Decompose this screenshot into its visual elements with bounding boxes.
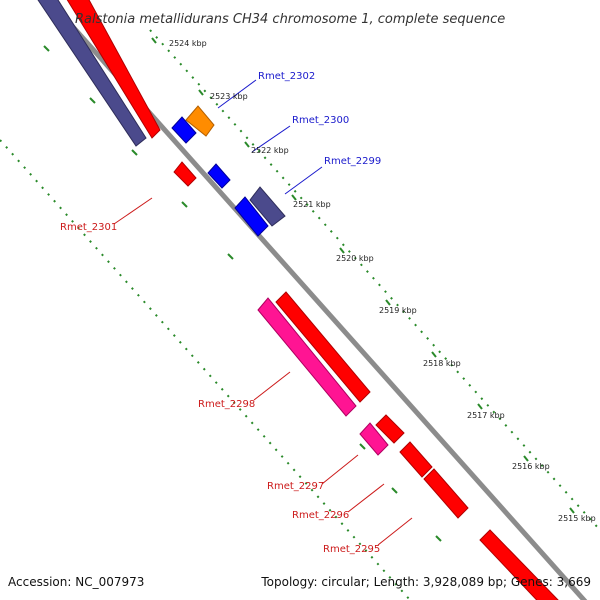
tick-mark bbox=[359, 443, 366, 450]
tick-mark bbox=[43, 45, 50, 52]
tick-label: 2519 kbp bbox=[379, 306, 417, 315]
leader-line bbox=[347, 483, 385, 513]
gene-label-rmet2300[interactable]: Rmet_2300 bbox=[292, 115, 349, 126]
gene-feature[interactable] bbox=[207, 163, 231, 189]
gene-feature[interactable] bbox=[359, 422, 389, 456]
gene-feature[interactable] bbox=[257, 297, 357, 417]
tick-marks bbox=[43, 37, 575, 542]
gene-feature[interactable] bbox=[234, 196, 269, 237]
gene-labels: Rmet_2302 Rmet_2300 Rmet_2299 Rmet_2301 … bbox=[60, 71, 381, 555]
tick-label: 2518 kbp bbox=[423, 359, 461, 368]
gene-feature[interactable] bbox=[479, 529, 560, 600]
tick-label: 2524 kbp bbox=[169, 39, 207, 48]
gene-feature[interactable] bbox=[423, 468, 469, 519]
tick-label: 2521 kbp bbox=[293, 200, 331, 209]
tick-mark bbox=[435, 535, 442, 542]
leader-line bbox=[321, 454, 359, 485]
tick-mark bbox=[291, 194, 297, 201]
leader-line bbox=[377, 517, 413, 546]
gene-feature[interactable] bbox=[185, 105, 215, 137]
gene-label-rmet2296[interactable]: Rmet_2296 bbox=[292, 510, 349, 521]
topology-text: Topology: circular; Length: 3,928,089 bp… bbox=[260, 575, 591, 589]
tick-mark bbox=[227, 253, 234, 260]
tick-mark bbox=[89, 97, 96, 104]
tick-label: 2520 kbp bbox=[336, 254, 374, 263]
label-leaders bbox=[113, 79, 413, 546]
gene-feature[interactable] bbox=[60, 0, 161, 139]
leader-line bbox=[251, 125, 291, 153]
tick-mark bbox=[391, 487, 398, 494]
tick-label: 2515 kbp bbox=[558, 514, 596, 523]
tick-label: 2516 kbp bbox=[512, 462, 550, 471]
gene-feature[interactable] bbox=[275, 291, 371, 403]
gene-label-rmet2302[interactable]: Rmet_2302 bbox=[258, 71, 315, 82]
gene-feature[interactable] bbox=[399, 441, 433, 478]
tick-mark bbox=[181, 201, 188, 208]
tick-label: 2517 kbp bbox=[467, 411, 505, 420]
tick-mark bbox=[339, 247, 345, 254]
tick-mark bbox=[198, 89, 204, 96]
tick-mark bbox=[477, 403, 483, 410]
tick-mark bbox=[131, 149, 138, 156]
leader-line bbox=[253, 371, 291, 401]
tick-mark bbox=[431, 351, 437, 358]
gene-feature[interactable] bbox=[375, 414, 405, 444]
leader-line bbox=[113, 197, 153, 225]
gene-label-rmet2298[interactable]: Rmet_2298 bbox=[198, 399, 255, 410]
tick-mark bbox=[151, 37, 157, 44]
gene-label-rmet2295[interactable]: Rmet_2295 bbox=[323, 544, 380, 555]
gene-feature[interactable] bbox=[171, 116, 197, 144]
features bbox=[30, 0, 389, 456]
leader-line bbox=[284, 166, 323, 195]
features bbox=[60, 0, 560, 600]
tick-label: 2522 kbp bbox=[251, 146, 289, 155]
tick-label: 2523 kbp bbox=[210, 92, 248, 101]
tick-mark bbox=[244, 141, 250, 148]
gene-label-rmet2299[interactable]: Rmet_2299 bbox=[324, 156, 381, 167]
gene-feature[interactable] bbox=[30, 0, 147, 147]
inner-tick-line bbox=[0, 139, 411, 600]
tick-labels: 2524 kbp 2523 kbp 2522 kbp 2521 kbp 2520… bbox=[169, 39, 596, 523]
gene-feature[interactable] bbox=[173, 161, 197, 187]
tick-mark bbox=[385, 299, 391, 306]
accession-text: Accession: NC_007973 bbox=[8, 575, 144, 589]
map-title: Ralstonia metallidurans CH34 chromosome … bbox=[75, 12, 505, 27]
gene-label-rmet2301[interactable]: Rmet_2301 bbox=[60, 222, 117, 233]
tick-mark bbox=[523, 455, 529, 462]
leader-line bbox=[217, 79, 257, 109]
gene-label-rmet2297[interactable]: Rmet_2297 bbox=[267, 481, 324, 492]
gene-feature[interactable] bbox=[249, 186, 286, 227]
tick-mark bbox=[569, 507, 575, 514]
